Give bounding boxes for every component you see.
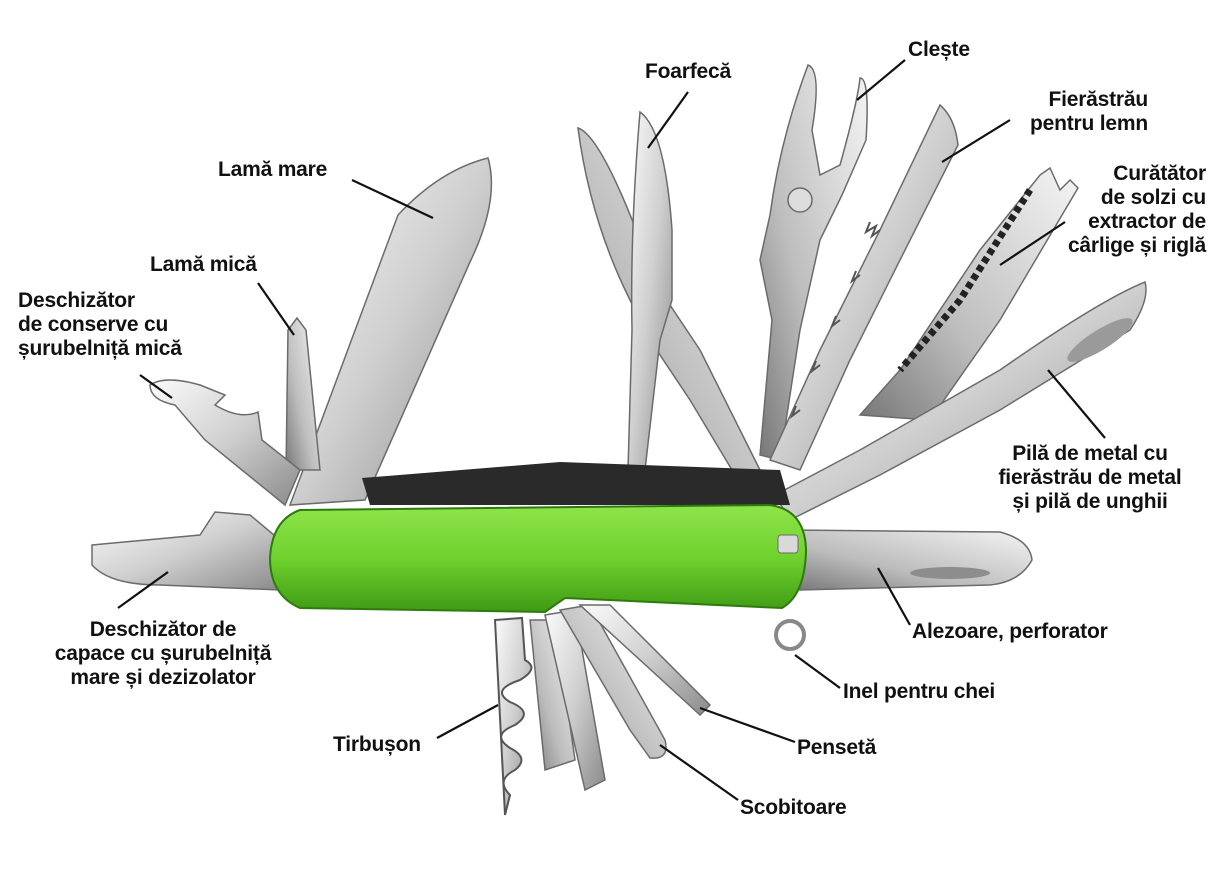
large-blade xyxy=(288,157,493,506)
label-fierastrau-lemn: Fierăstrău pentru lemn xyxy=(1030,88,1148,135)
toothpick-hook xyxy=(558,604,667,759)
label-tirbuson: Tirbușon xyxy=(333,733,421,756)
inner-body xyxy=(362,462,790,505)
leader-fierastrau xyxy=(941,119,1011,163)
label-cleste: Clește xyxy=(908,38,970,61)
label-scobitoare: Scobitoare xyxy=(740,796,847,819)
leader-lines xyxy=(117,59,1106,801)
leader-lama-mica xyxy=(257,282,295,336)
leader-alezoare xyxy=(877,567,911,626)
tweezers-tool xyxy=(578,604,712,717)
leader-cleste xyxy=(856,59,906,101)
green-handle xyxy=(268,503,808,614)
label-penseta: Pensetă xyxy=(797,736,877,759)
corkscrew xyxy=(493,616,533,816)
wood-saw xyxy=(768,103,959,471)
small-blade xyxy=(285,316,321,471)
scissors-blade-2 xyxy=(627,110,673,471)
label-foarfeca: Foarfecă xyxy=(645,60,731,83)
label-deschizator-capace: Deschizător de capace cu șurubelniță mar… xyxy=(54,618,272,689)
label-lama-mare: Lamă mare xyxy=(218,158,328,181)
label-deschizator-conserve: Deschizător de conserve cu șurubelniță m… xyxy=(18,289,182,360)
bottle-opener xyxy=(91,511,281,591)
leader-curatator xyxy=(999,221,1066,266)
label-alezoare: Alezoare, perforator xyxy=(912,620,1108,643)
scissors xyxy=(577,126,762,476)
leader-tirbuson xyxy=(436,704,499,739)
can-opener xyxy=(149,379,301,507)
metal-file xyxy=(773,280,1147,521)
leader-pila xyxy=(1047,369,1106,439)
leader-deschizator-capace xyxy=(117,571,169,609)
wood-saw-teeth xyxy=(789,221,881,419)
leader-lama-mare xyxy=(351,179,434,219)
leader-deschizator-conserve xyxy=(139,374,173,399)
leader-inel xyxy=(794,654,841,689)
label-inel: Inel pentru chei xyxy=(843,680,995,703)
key-ring xyxy=(774,619,806,651)
leader-foarfeca xyxy=(647,91,689,149)
reamer xyxy=(789,529,1033,591)
label-lama-mica: Lamă mică xyxy=(150,253,257,276)
pliers xyxy=(759,64,868,461)
label-pila-metal: Pilă de metal cu fierăstrău de metal și … xyxy=(998,442,1182,513)
label-curatator: Curătător de solzi cu extractor de cârli… xyxy=(1067,162,1206,257)
leader-scobitoare xyxy=(659,744,739,801)
scaler-serration xyxy=(897,188,1033,373)
leader-penseta xyxy=(699,706,796,744)
